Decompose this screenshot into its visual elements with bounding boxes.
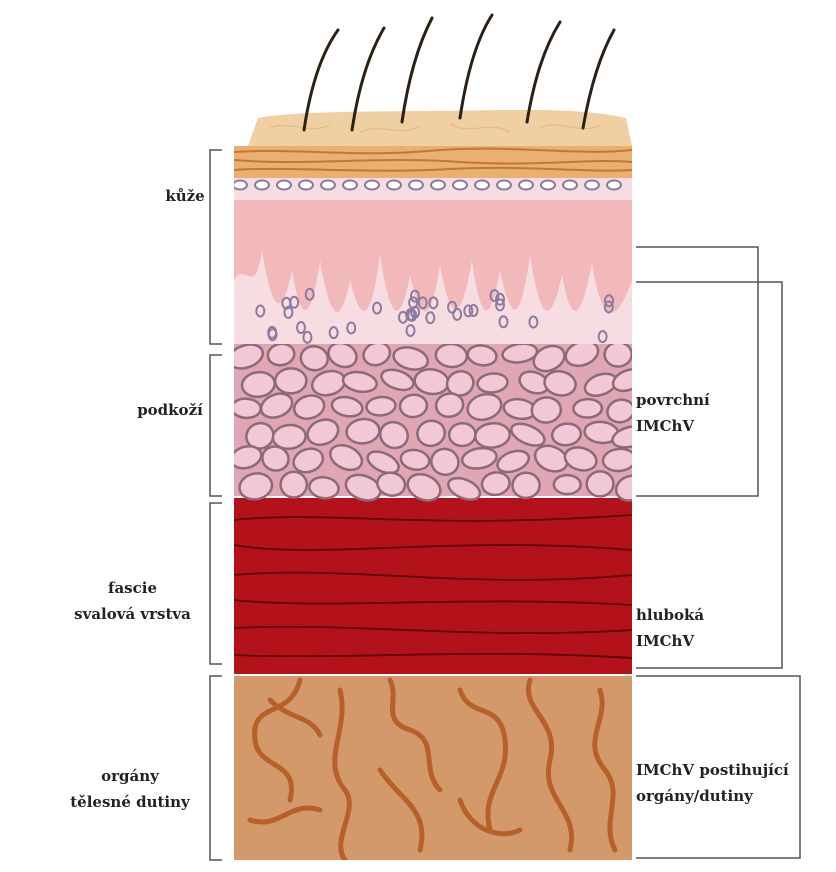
label-deep: hluboká IMChV [636, 602, 704, 654]
label-organs: orgány tělesné dutiny [55, 763, 205, 815]
basal-cell [255, 181, 269, 190]
bracket-fascia [210, 503, 222, 664]
fat-cell [573, 399, 602, 418]
basal-cell [607, 181, 621, 190]
label-organ-affecting: IMChV postihující orgány/dutiny [636, 757, 789, 809]
fat-cell [435, 343, 468, 368]
bracket-subcutis [210, 355, 222, 496]
basal-cell [233, 181, 247, 190]
fat-cell [280, 471, 308, 499]
basal-cell [497, 181, 511, 190]
basal-cell [585, 181, 599, 190]
fat-cell [449, 423, 476, 447]
basal-cell [453, 181, 467, 190]
fat-cell [275, 368, 307, 394]
basal-cell [321, 181, 335, 190]
muscle-layer [234, 498, 632, 674]
left-brackets [210, 150, 222, 860]
label-deep-line1: hluboká [636, 602, 704, 628]
fat-cell [231, 398, 261, 419]
basal-cell [277, 181, 291, 190]
basal-cell [343, 181, 357, 190]
basal-cell [409, 181, 423, 190]
label-superficial-line2: IMChV [636, 413, 710, 439]
label-organ-affecting-line1: IMChV postihující [636, 757, 789, 783]
label-organ-affecting-line2: orgány/dutiny [636, 783, 789, 809]
basal-cell [519, 181, 533, 190]
label-superficial-line1: povrchní [636, 387, 710, 413]
label-subcutis: podkoží [135, 397, 205, 423]
basal-cell [541, 181, 555, 190]
fat-cell [554, 475, 581, 494]
label-organs-line1: orgány [55, 763, 205, 789]
label-deep-line2: IMChV [636, 628, 704, 654]
label-fascia: fascie svalová vrstva [60, 575, 205, 627]
fat-cell [604, 342, 632, 368]
label-superficial: povrchní IMChV [636, 387, 710, 439]
label-fascia-line1: fascie [60, 575, 205, 601]
label-organs-line2: tělesné dutiny [55, 789, 205, 815]
label-subcutis-text: podkoží [137, 401, 203, 419]
basal-cell [475, 181, 489, 190]
bracket-skin [210, 150, 222, 344]
basal-cell [387, 181, 401, 190]
basal-cell [431, 181, 445, 190]
label-skin: kůže [150, 183, 220, 209]
basal-cell [563, 181, 577, 190]
bracket-organs [210, 676, 222, 860]
basal-cell [299, 181, 313, 190]
label-fascia-line2: svalová vrstva [60, 601, 205, 627]
label-skin-text: kůže [165, 187, 204, 205]
fat-cell [512, 472, 541, 499]
basal-cell [365, 181, 379, 190]
fat-cell [586, 471, 614, 498]
bracket-superficial [636, 247, 758, 496]
